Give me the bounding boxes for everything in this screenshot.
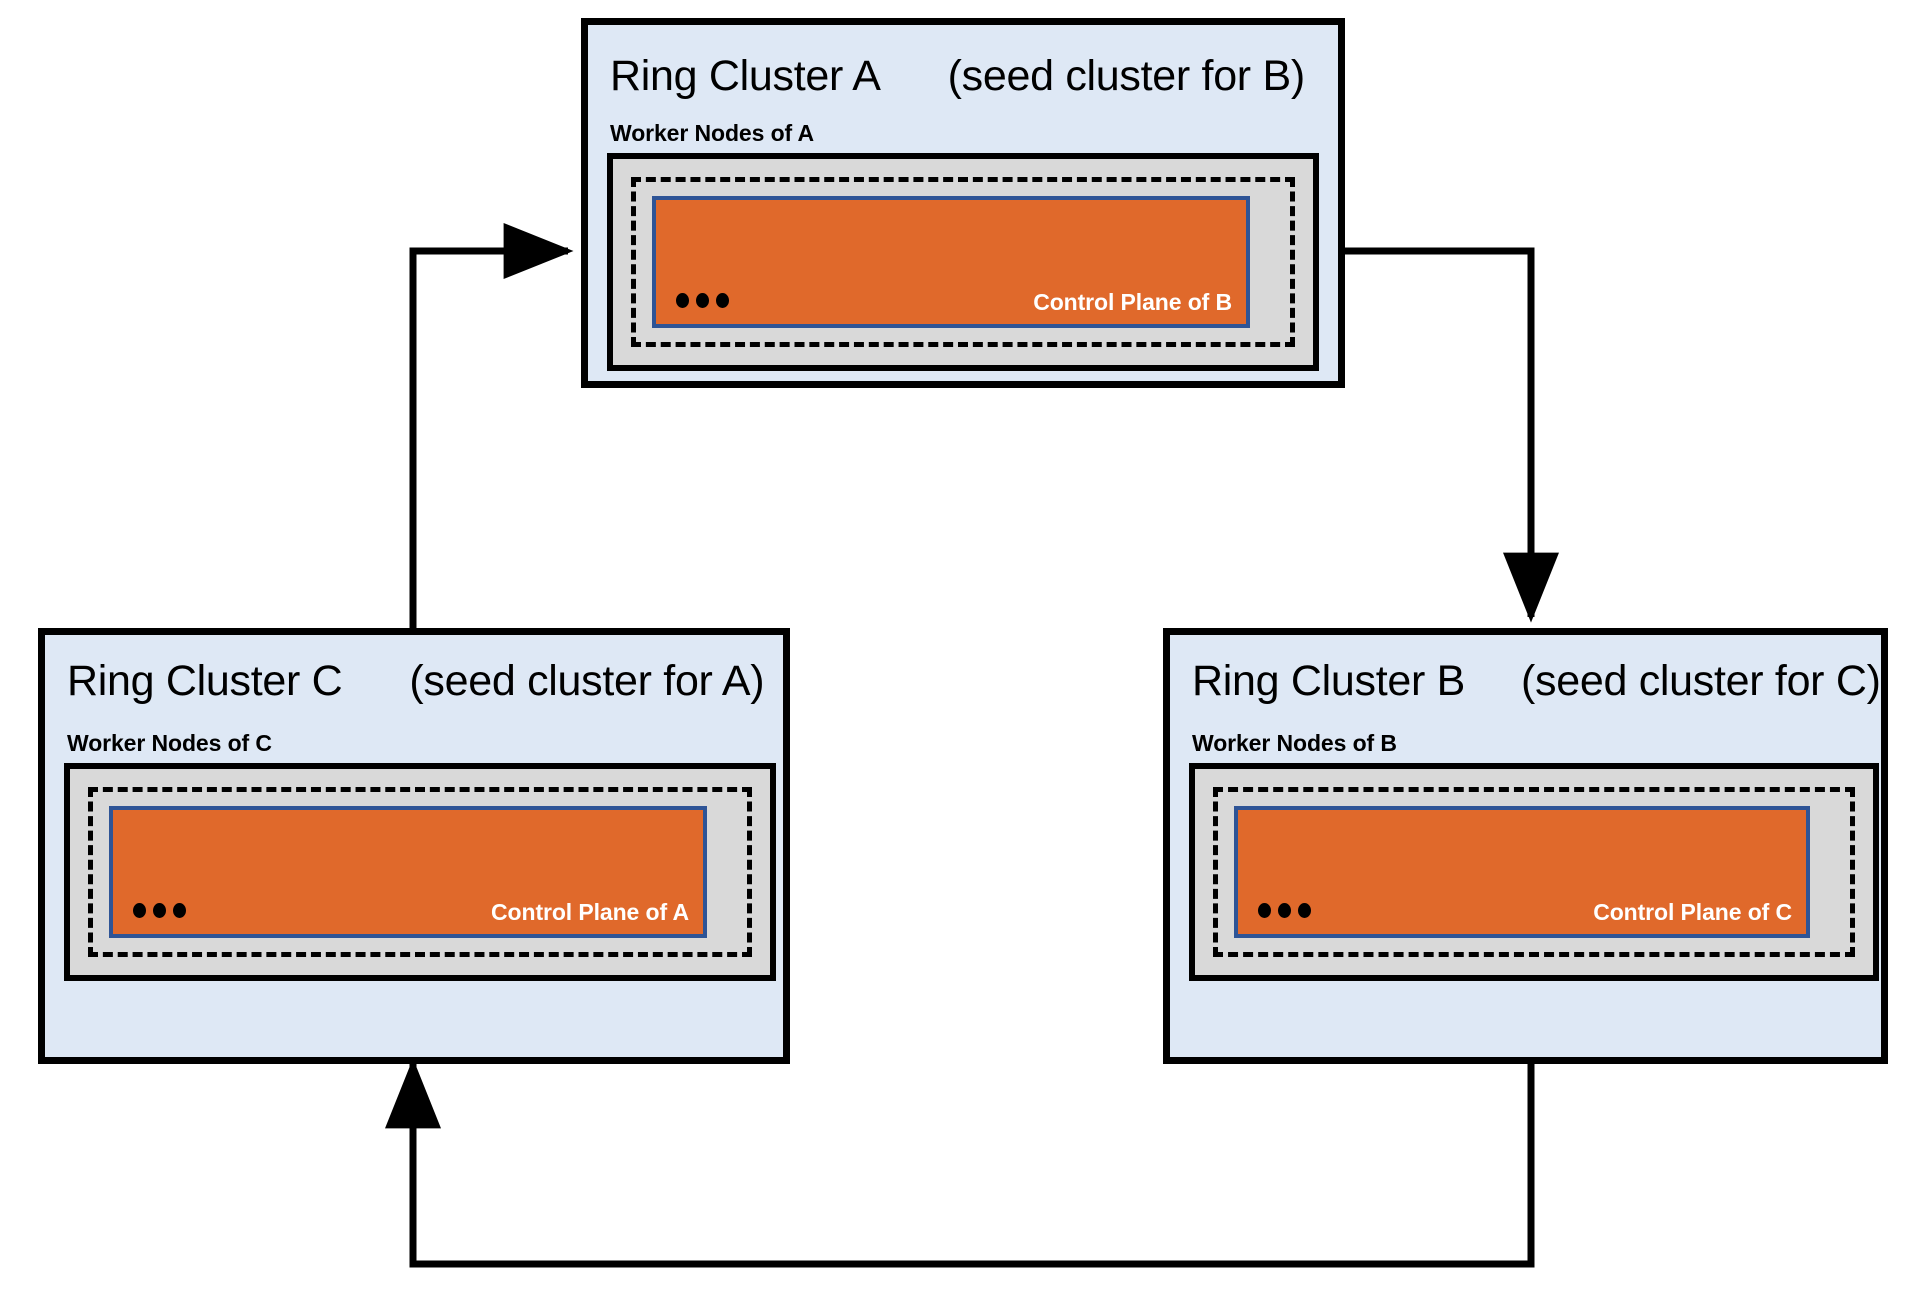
- cluster-c-ellipsis-icon: [133, 903, 186, 918]
- cluster-c-subtitle: (seed cluster for A): [409, 657, 765, 705]
- cluster-c-title: Ring Cluster C: [67, 657, 343, 705]
- cluster-b-control-plane[interactable]: Control Plane of C: [1234, 806, 1810, 938]
- arrow-c-to-a: [409, 223, 574, 628]
- cluster-b-worker-box[interactable]: Control Plane of C: [1189, 763, 1879, 981]
- cluster-a-worker-box[interactable]: Control Plane of B: [607, 153, 1319, 371]
- cluster-c-header: Ring Cluster C (seed cluster for A): [67, 657, 805, 706]
- cluster-a-control-plane-label: Control Plane of B: [1033, 289, 1232, 315]
- cluster-a-title: Ring Cluster A: [610, 52, 881, 100]
- cluster-a-dashed-box: Control Plane of B: [631, 177, 1295, 347]
- ring-cluster-c[interactable]: Ring Cluster C (seed cluster for A) Work…: [38, 628, 790, 1064]
- cluster-a-header: Ring Cluster A (seed cluster for B): [610, 52, 1360, 101]
- cluster-c-dashed-box: Control Plane of A: [88, 787, 752, 957]
- cluster-c-worker-box[interactable]: Control Plane of A: [64, 763, 776, 981]
- cluster-a-ellipsis-icon: [676, 293, 729, 308]
- cluster-b-ellipsis-icon: [1258, 903, 1311, 918]
- cluster-b-subtitle: (seed cluster for C): [1521, 657, 1881, 705]
- arrow-b-to-c: [385, 879, 1535, 1268]
- cluster-a-worker-label: Worker Nodes of A: [610, 120, 815, 146]
- cluster-c-control-plane-label: Control Plane of A: [491, 899, 689, 925]
- cluster-b-title: Ring Cluster B: [1192, 657, 1466, 705]
- cluster-b-control-plane-label: Control Plane of C: [1593, 899, 1792, 925]
- cluster-a-control-plane[interactable]: Control Plane of B: [652, 196, 1250, 328]
- cluster-b-dashed-box: Control Plane of C: [1213, 787, 1855, 957]
- cluster-a-subtitle: (seed cluster for B): [947, 52, 1306, 100]
- arrow-a-to-b: [1345, 247, 1559, 623]
- cluster-c-worker-label: Worker Nodes of C: [67, 730, 272, 756]
- ring-cluster-b[interactable]: Ring Cluster B (seed cluster for C) Work…: [1163, 628, 1888, 1064]
- ring-cluster-a[interactable]: Ring Cluster A (seed cluster for B) Work…: [581, 18, 1345, 388]
- cluster-b-header: Ring Cluster B (seed cluster for C): [1192, 657, 1903, 706]
- cluster-c-control-plane[interactable]: Control Plane of A: [109, 806, 707, 938]
- cluster-b-worker-label: Worker Nodes of B: [1192, 730, 1397, 756]
